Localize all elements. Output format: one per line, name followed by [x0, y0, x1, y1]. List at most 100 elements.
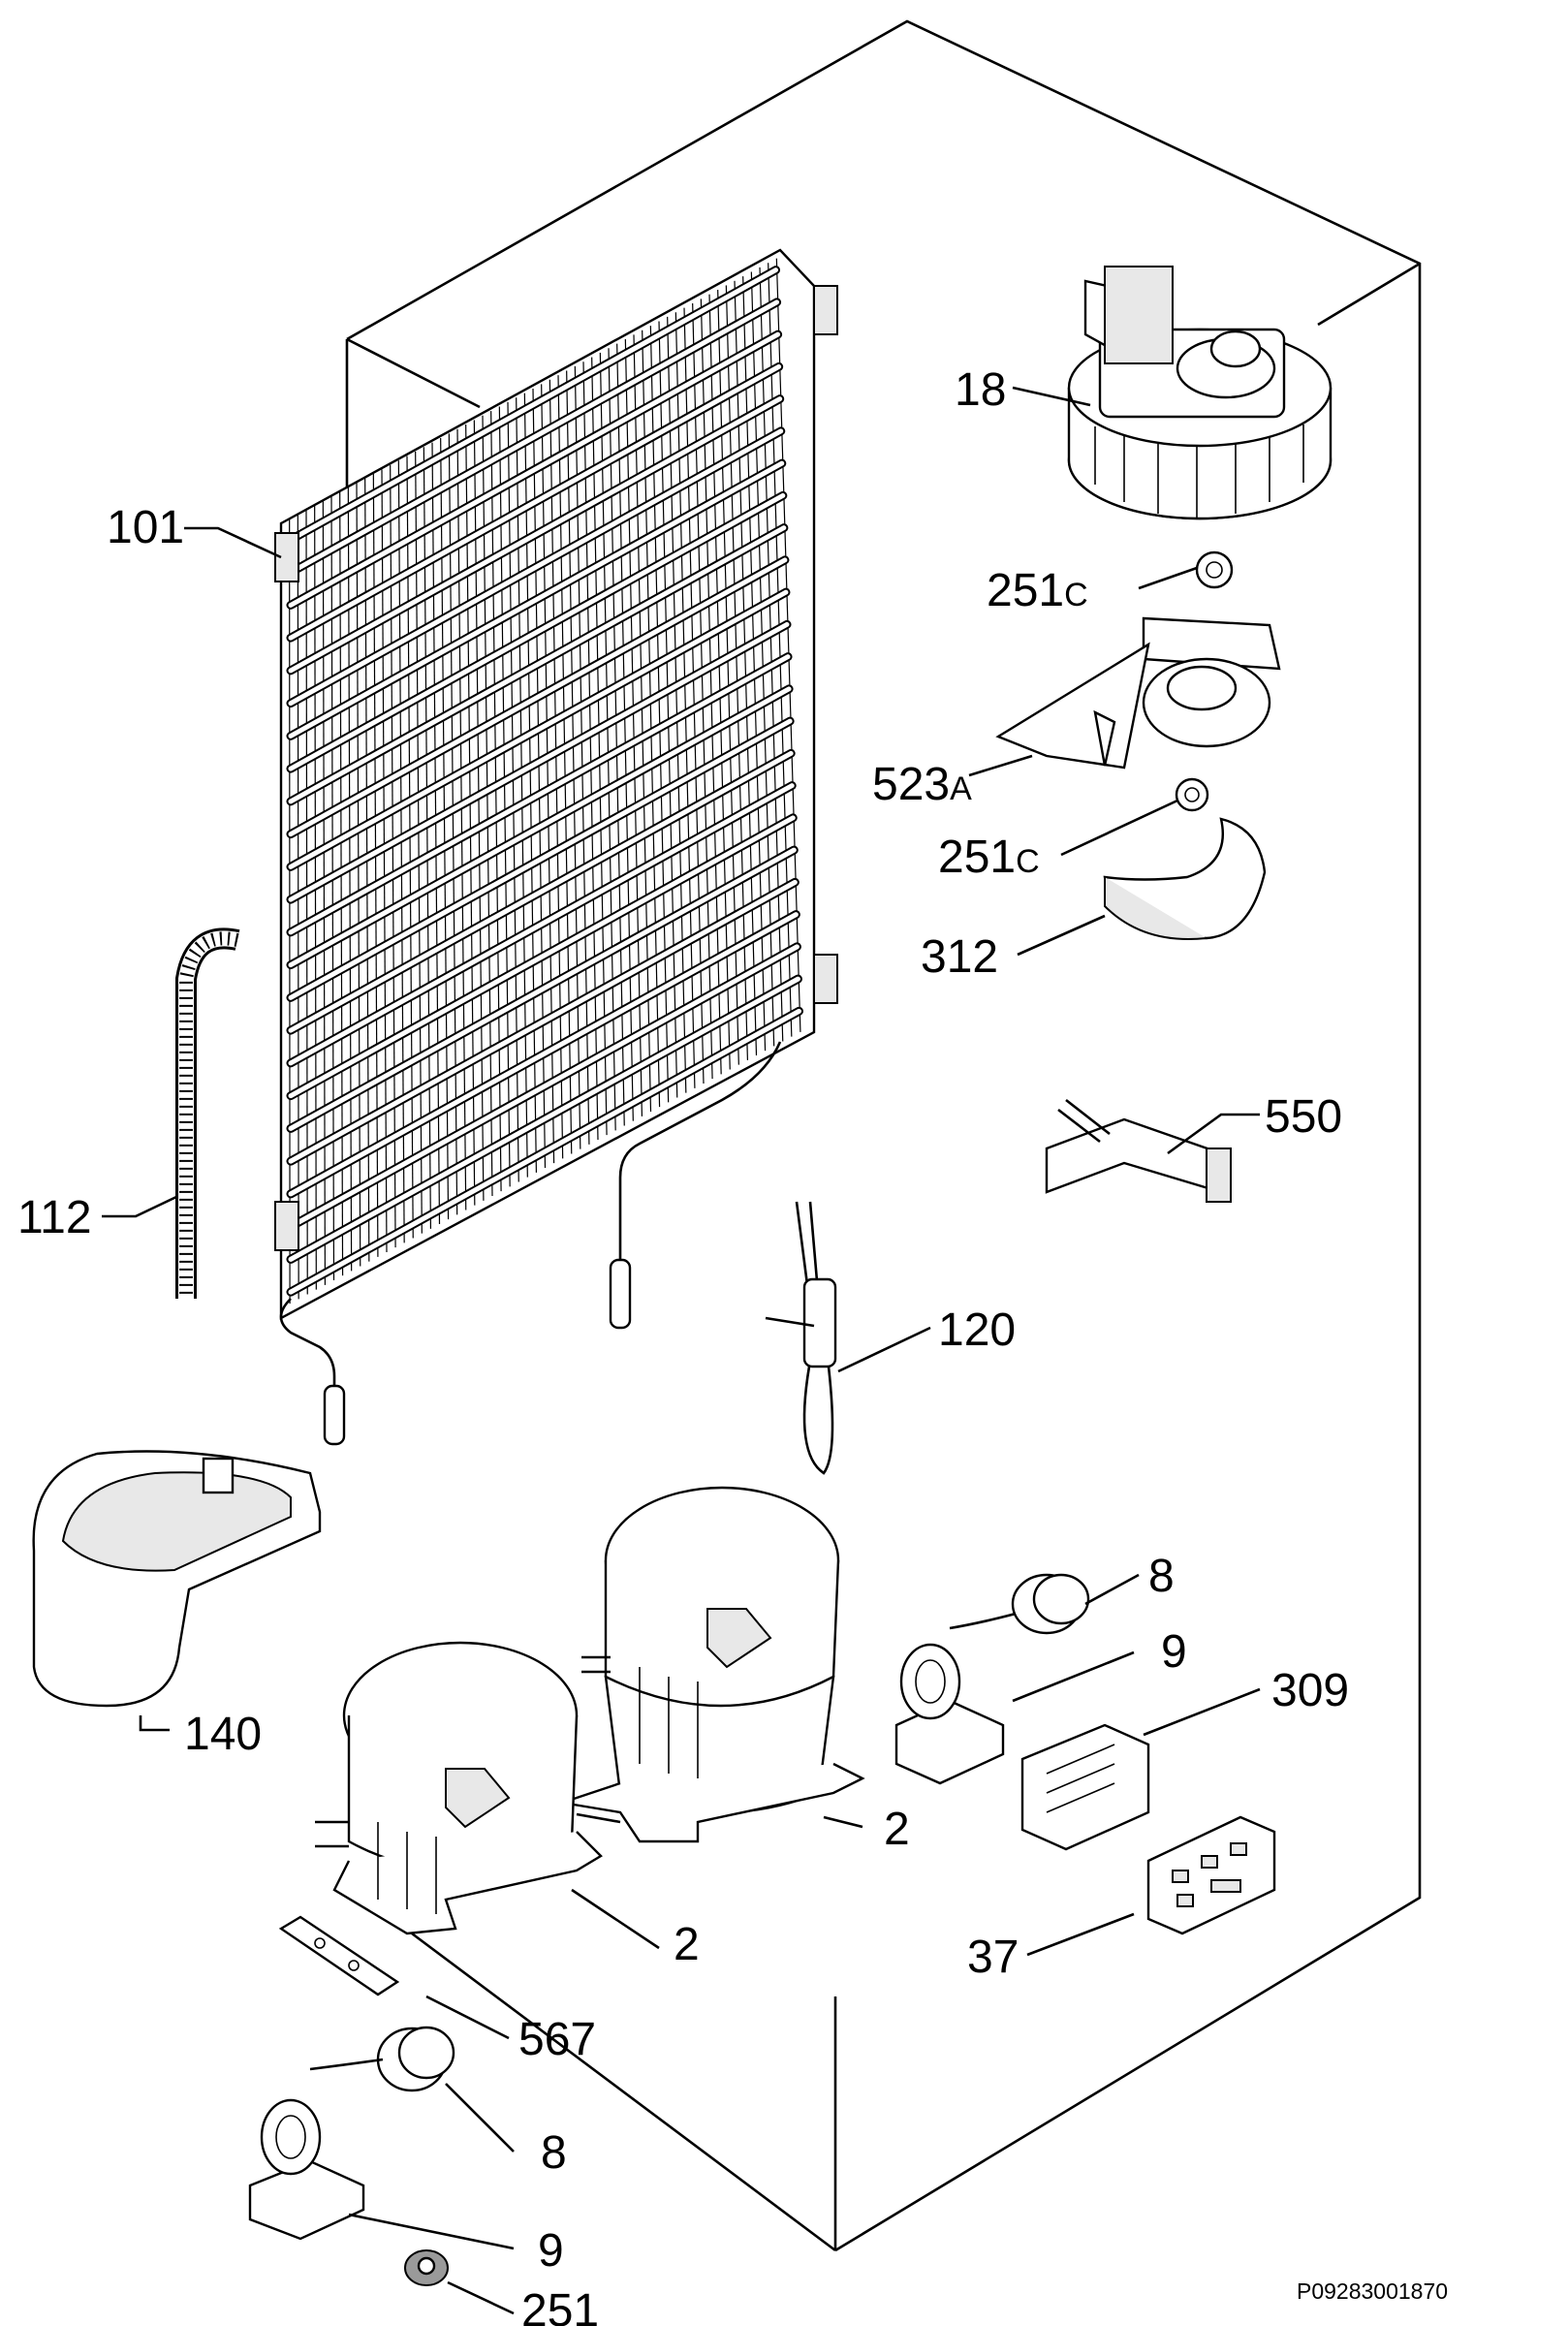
condenser-wire — [591, 357, 608, 1136]
relay-bottom — [309, 2026, 455, 2092]
condenser-wire — [482, 415, 493, 1197]
clip-top — [894, 1643, 1005, 1785]
condenser-wire — [507, 401, 519, 1182]
condenser-wire — [364, 478, 370, 1262]
condenser-tube-inner — [288, 912, 799, 1197]
condenser-tube-inner — [288, 267, 779, 543]
callout-112: 112 — [17, 1192, 92, 1243]
condenser-tube-inner — [288, 460, 785, 739]
cover-37 — [1146, 1815, 1276, 1935]
condenser-grid — [274, 248, 838, 1446]
callout-37: 37 — [967, 1932, 1019, 1983]
condenser-tube-inner — [288, 750, 794, 1033]
condenser-tube-inner — [288, 363, 782, 641]
condenser-wire — [397, 460, 405, 1243]
condenser-wire — [498, 406, 511, 1187]
condenser-tube-inner — [288, 299, 780, 576]
condenser-wire — [658, 321, 678, 1098]
condenser-wire — [541, 384, 555, 1164]
nut-251c-mid — [1175, 777, 1209, 812]
callout-251c-mid: 251C — [938, 832, 1040, 883]
condenser-tube-inner — [288, 331, 781, 608]
control-board-309 — [1020, 1723, 1150, 1851]
condenser-wire — [599, 352, 616, 1131]
callout-309: 309 — [1271, 1665, 1349, 1716]
condenser-tube-inner — [288, 944, 800, 1230]
sensor-120 — [765, 1201, 837, 1475]
callout-140: 140 — [184, 1709, 262, 1760]
condenser-wire — [633, 334, 652, 1113]
condenser-wire — [667, 316, 687, 1093]
condenser-wire — [742, 276, 767, 1052]
callout-2-right: 2 — [884, 1804, 910, 1855]
condenser-wire — [372, 474, 379, 1257]
callout-labels: 18 101 251C 523A 251C 312 550 112 120 8 … — [17, 364, 1349, 2326]
condenser-wire — [523, 393, 538, 1173]
condenser-wire — [356, 483, 361, 1267]
condenser-wire — [330, 496, 335, 1281]
condenser-wire — [390, 464, 396, 1248]
condenser-tube-inner — [288, 654, 791, 935]
condenser-wire — [423, 447, 432, 1229]
condenser-wire — [549, 379, 564, 1159]
condenser-tube-inner — [288, 428, 784, 707]
condenser-wire — [516, 397, 528, 1178]
callout-550: 550 — [1265, 1091, 1342, 1143]
drip-tray — [32, 1450, 322, 1708]
condenser-wire — [616, 343, 634, 1121]
condenser-wire — [692, 302, 713, 1080]
condenser-wire — [532, 388, 547, 1169]
compressor-left — [315, 1641, 603, 1935]
condenser-wire — [322, 500, 327, 1285]
condenser-wire — [624, 339, 643, 1116]
callout-8-bottom: 8 — [541, 2127, 567, 2179]
condenser-wire — [775, 258, 801, 1032]
callout-120: 120 — [938, 1304, 1016, 1356]
condenser-wire — [574, 365, 590, 1145]
callout-567: 567 — [518, 2014, 596, 2065]
condenser-wire — [717, 290, 739, 1065]
condenser-wire — [448, 433, 458, 1215]
nut-251c-top — [1195, 550, 1234, 589]
condenser-tube-inner — [288, 492, 786, 771]
condenser-wire — [440, 437, 450, 1220]
condenser-tube-inner — [288, 589, 789, 869]
nut-251-bottom — [404, 2249, 449, 2286]
condenser-tube-inner — [288, 557, 788, 837]
cabinet-outline — [345, 19, 1422, 2252]
drain-hose — [175, 927, 240, 1299]
condenser-wire — [700, 299, 722, 1075]
condenser-tube-inner — [288, 976, 800, 1262]
condenser-wire — [582, 361, 599, 1141]
condenser-wire — [557, 375, 573, 1154]
condenser-wire — [465, 424, 476, 1206]
condenser-wire — [608, 348, 625, 1126]
condenser-tube-inner — [288, 783, 795, 1066]
condenser-wire — [708, 294, 731, 1070]
condenser-tube-inner — [288, 718, 793, 1000]
condenser-wire — [347, 487, 353, 1272]
condenser-tube-inner — [288, 879, 798, 1164]
condenser-tube-inner — [288, 525, 787, 804]
condenser-wire — [490, 411, 502, 1192]
condenser-wire — [381, 469, 388, 1253]
clip-bottom — [248, 2098, 365, 2241]
condenser-wire — [768, 263, 793, 1037]
callout-9-bottom: 9 — [538, 2225, 564, 2277]
compressor-right — [561, 1486, 865, 1843]
condenser-tube-inner — [288, 815, 796, 1099]
condenser-tube-inner — [288, 1008, 801, 1295]
diagram-code: P09283001870 — [1297, 2279, 1448, 2304]
condenser-wire — [415, 451, 423, 1234]
fan-motor — [1067, 266, 1333, 520]
sensor-550 — [1045, 1098, 1232, 1203]
condenser-wire — [734, 280, 758, 1056]
condenser-wire — [406, 456, 414, 1239]
callout-9-top: 9 — [1161, 1626, 1187, 1678]
condenser-wire — [456, 428, 467, 1210]
condenser-wire — [339, 491, 344, 1276]
rubber-feet-strip — [278, 1915, 400, 1996]
condenser-tube-inner — [288, 396, 783, 674]
condenser-wire — [683, 307, 705, 1084]
